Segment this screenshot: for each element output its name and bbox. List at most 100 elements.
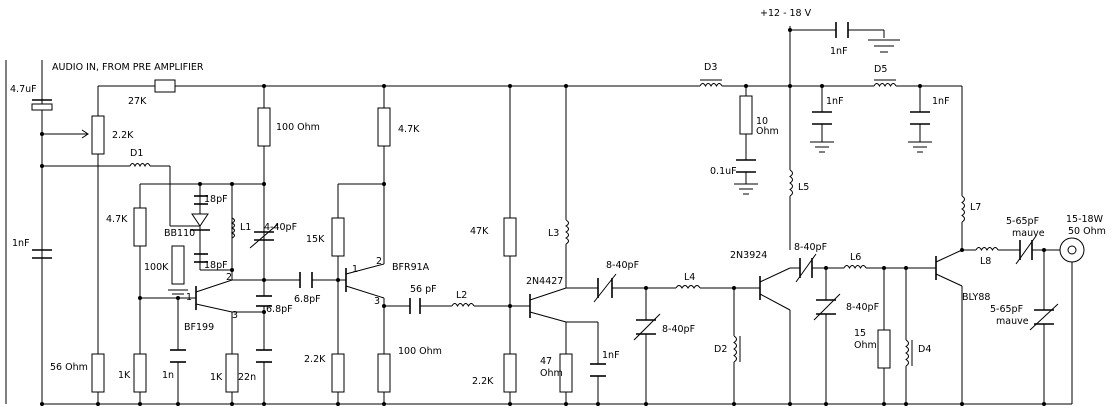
r15-label: 15 xyxy=(854,328,866,339)
l1-label: L1 xyxy=(240,222,251,233)
d2-label: D2 xyxy=(714,344,727,355)
r47k-label: 47K xyxy=(470,226,489,237)
r1k-b-label: 1K xyxy=(210,372,223,383)
choke-d3 xyxy=(699,83,723,88)
c1nf-mid-label: 1nF xyxy=(602,350,620,361)
components xyxy=(5,22,1085,404)
r2k2-a-label: 2.2K xyxy=(304,354,326,365)
r56-label: 56 Ohm xyxy=(50,362,88,373)
pin-1-bfr91a: 1 xyxy=(352,264,358,275)
pin-3-bfr91a: 3 xyxy=(374,296,380,307)
inductor-l4 xyxy=(675,285,701,289)
ct4-label: 8-40pF xyxy=(794,242,827,253)
l7-label: L7 xyxy=(970,202,981,213)
output-power-label: 15-18W xyxy=(1066,214,1104,225)
ground-symbol-a xyxy=(810,141,834,153)
transistor-bly88 xyxy=(935,249,963,287)
labels: +12 - 18 V AUDIO IN, FROM PRE AMPLIFIER … xyxy=(10,8,1106,387)
ct3-label: 8-40pF xyxy=(662,324,695,335)
r2k2-b-label: 2.2K xyxy=(472,376,494,387)
resistor-27k xyxy=(154,79,176,93)
l6-label: L6 xyxy=(850,252,861,263)
d4-label: D4 xyxy=(918,344,931,355)
resistor-15k xyxy=(331,217,345,257)
bb110-label: BB110 xyxy=(164,228,195,239)
c-in-label: 4.7uF xyxy=(10,84,37,95)
resistor-56-ohm xyxy=(91,353,105,393)
l4-label: L4 xyxy=(684,272,695,283)
c01uf-label: 0.1uF xyxy=(710,166,737,177)
transistor-bf199 xyxy=(195,279,233,313)
l3-label: L3 xyxy=(548,228,559,239)
resistor-15-ohm xyxy=(877,329,891,369)
d5-label: D5 xyxy=(874,64,887,75)
pot-label: 2.2K xyxy=(112,130,134,141)
c-1nf-left-label: 1nF xyxy=(12,238,30,249)
r47-label: 47 xyxy=(540,356,552,367)
r100k-label: 100K xyxy=(144,262,169,273)
bf199-label: BF199 xyxy=(184,322,214,333)
ground-symbol-top xyxy=(868,39,900,53)
transistor-bfr91a xyxy=(345,263,385,299)
bly88-label: BLY88 xyxy=(962,292,990,303)
r4k7-b-label: 4.7K xyxy=(398,124,420,135)
varactor-bb110 xyxy=(191,213,209,227)
resistor-2k2-b xyxy=(503,353,517,393)
resistor-4k7-b xyxy=(377,107,391,147)
c6p8-a-label: 6.8pF xyxy=(294,294,321,305)
c1nf-a-label: 1nF xyxy=(826,96,844,107)
2n3924-label: 2N3924 xyxy=(730,250,767,261)
c1nf-top-label: 1nF xyxy=(830,46,848,57)
c18pf-b-label: 18pF xyxy=(204,260,228,271)
ground-symbol-c xyxy=(734,183,758,195)
inductor-l2 xyxy=(451,303,475,308)
ct5-label: 8-40pF xyxy=(846,302,879,313)
c1n-label: 1n xyxy=(162,370,174,381)
inductor-d1 xyxy=(129,163,151,168)
resistor-1k-a xyxy=(133,353,147,393)
choke-d4 xyxy=(905,339,909,367)
inductor-l7 xyxy=(961,195,965,223)
ct7-label: 5-65pF xyxy=(990,304,1023,315)
l8-label: L8 xyxy=(980,256,991,267)
resistor-100k xyxy=(171,245,185,285)
r15k-label: 15K xyxy=(306,234,325,245)
resistor-1k-b xyxy=(225,353,239,393)
bfr91a-label: BFR91A xyxy=(392,262,430,273)
c18pf-a-label: 18pF xyxy=(204,194,228,205)
l5-label: L5 xyxy=(798,182,809,193)
resistor-4k7-a xyxy=(133,207,147,247)
transistor-2n3924 xyxy=(759,267,791,311)
output-impedance-label: 50 Ohm xyxy=(1068,226,1106,237)
2n4427-label: 2N4427 xyxy=(526,276,563,287)
r100-b-label: 100 Ohm xyxy=(398,346,442,357)
d1-label: D1 xyxy=(130,148,143,159)
r100-top-label: 100 Ohm xyxy=(276,122,320,133)
pin-2-bfr91a: 2 xyxy=(376,256,382,267)
ground-symbol-d xyxy=(168,289,188,295)
r4k7-a-label: 4.7K xyxy=(106,214,128,225)
potentiometer-2k2 xyxy=(91,115,105,155)
choke-d5 xyxy=(873,83,897,88)
resistor-47-ohm xyxy=(559,353,573,393)
c1nf-b-label: 1nF xyxy=(932,96,950,107)
r27k-label: 27K xyxy=(128,96,147,107)
r10-ohm-label: Ohm xyxy=(756,126,779,137)
ct6-label: 5-65pF xyxy=(1006,216,1039,227)
junction-dots xyxy=(40,28,1046,406)
c6p8-b-label: 6.8pF xyxy=(266,304,293,315)
supply-label: +12 - 18 V xyxy=(760,8,812,19)
pin-1-bf199: 1 xyxy=(186,292,192,303)
r10-label: 10 xyxy=(756,116,768,127)
r47-ohm-label: Ohm xyxy=(540,368,563,379)
inductor-l1 xyxy=(230,217,235,239)
r15-ohm-label: Ohm xyxy=(854,340,877,351)
r1k-a-label: 1K xyxy=(118,370,131,381)
resistor-10-ohm xyxy=(739,95,753,135)
resistor-47k xyxy=(503,217,517,257)
resistor-2k2-a xyxy=(331,353,345,393)
ct7-note-label: mauve xyxy=(996,316,1029,327)
inductor-l5 xyxy=(789,169,793,197)
pin-2-bf199: 2 xyxy=(226,272,232,283)
c22n-label: 22n xyxy=(238,372,256,383)
